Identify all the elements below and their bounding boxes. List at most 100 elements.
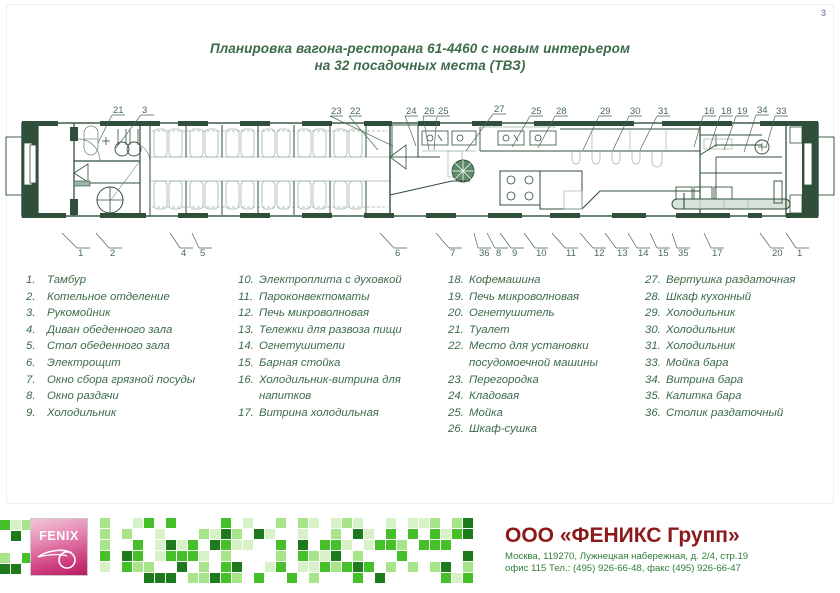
- fenix-swoosh-icon: [37, 549, 76, 569]
- callout-label: 6: [395, 248, 400, 259]
- checker-cell: [430, 529, 440, 539]
- callout-label: 33: [776, 106, 787, 117]
- callout-5: 5: [191, 232, 212, 259]
- legend-item: 1. Тамбур: [26, 272, 241, 289]
- checker-cell: [144, 573, 154, 583]
- callout-27: 27: [465, 104, 506, 152]
- checker-cell: [254, 529, 264, 539]
- address-line-2: офис 115 Тел.: (495) 926-66-48, факс (49…: [505, 563, 741, 575]
- legend-item: 2.Котельное отделение: [26, 289, 241, 306]
- legend-item-number: 23.: [448, 373, 464, 386]
- legend-item-label: Кладовая: [469, 390, 520, 403]
- callout-label: 10: [536, 248, 547, 259]
- checker-cell: [0, 564, 10, 574]
- callout-label: 2: [110, 248, 115, 259]
- legend-item-number: 17.: [238, 406, 254, 419]
- legend-item-label: Мойка бара: [666, 356, 729, 369]
- checker-cell: [133, 540, 143, 550]
- checker-cell: [309, 518, 319, 528]
- callout-label: 25: [438, 106, 449, 117]
- checker-cell: [463, 551, 473, 561]
- legend-item: 23.Перегородка: [448, 372, 648, 389]
- callout-label: 9: [512, 248, 517, 259]
- callout-label: 16: [704, 106, 715, 117]
- legend-item-label: Тележки для развоза пищи: [259, 323, 402, 336]
- legend-item: 25.Мойка: [448, 405, 648, 422]
- checker-cell: [243, 540, 253, 550]
- legend-item: 33.Мойка бара: [645, 355, 840, 372]
- checker-cell: [232, 562, 242, 572]
- checker-cell: [309, 551, 319, 561]
- legend-item-number: 24.: [448, 390, 464, 403]
- callout-36: 36: [473, 232, 491, 259]
- callout-25: 25: [433, 106, 450, 151]
- checker-cell: [386, 529, 396, 539]
- checker-cell: [221, 529, 231, 539]
- checker-cell: [452, 529, 462, 539]
- checker-cell: [155, 540, 165, 550]
- callout-label: 7: [450, 248, 455, 259]
- callout-label: 36: [479, 248, 490, 259]
- checker-cell: [298, 529, 308, 539]
- checker-cell: [100, 540, 110, 550]
- callout-9: 9: [499, 232, 524, 259]
- callout-35: 35: [671, 232, 690, 259]
- legend-item-label: Окно раздачи: [47, 390, 119, 403]
- checker-cell: [375, 573, 385, 583]
- legend-item: 10.Электроплита с духовкой: [238, 272, 453, 289]
- callout-label: 31: [658, 106, 669, 117]
- legend-item-label: Калитка бара: [666, 390, 742, 403]
- legend-item-number: 3.: [26, 307, 36, 320]
- callout-20: 20: [759, 232, 784, 259]
- legend-item-number: 35.: [645, 390, 661, 403]
- checker-cell: [232, 540, 242, 550]
- legend-item-label: Столик раздаточный: [666, 406, 784, 419]
- legend-item: 9.Холодильник: [26, 405, 241, 422]
- callout-label: 4: [181, 248, 186, 259]
- checker-cell: [342, 562, 352, 572]
- legend-item-label: Окно сбора грязной посуды: [47, 373, 196, 386]
- legend-item-label: Рукомойник: [47, 307, 111, 320]
- callout-24: 24: [404, 106, 418, 147]
- callout-label: 24: [406, 106, 417, 117]
- checker-cell: [155, 573, 165, 583]
- checker-cell: [188, 551, 198, 561]
- title-line-1: Планировка вагона-ресторана 61-4460 с но…: [209, 41, 631, 56]
- callout-13: 13: [604, 232, 629, 259]
- checker-cell: [419, 518, 429, 528]
- legend-item-label: Тамбур: [47, 274, 87, 286]
- checker-cell: [408, 562, 418, 572]
- checker-cell: [364, 540, 374, 550]
- legend-item-label: Огнетушитель: [469, 307, 555, 320]
- callout-28: 28: [537, 106, 568, 149]
- footer: FENIX ООО «ФЕНИКС Групп» Москва, 119270,…: [0, 508, 840, 593]
- callout-34: 34: [743, 105, 769, 153]
- checker-cell: [188, 540, 198, 550]
- legend-item-label-cont: напитков: [259, 390, 312, 403]
- checker-cell: [100, 562, 110, 572]
- legend-item: 31.Холодильник: [645, 338, 840, 355]
- callout-label: 5: [200, 248, 205, 259]
- legend-item-number: 8.: [26, 390, 36, 403]
- checker-cell: [298, 540, 308, 550]
- checker-cell: [232, 573, 242, 583]
- checker-cell: [177, 551, 187, 561]
- checker-cell: [177, 540, 187, 550]
- checker-cell: [364, 529, 374, 539]
- callout-7: 7: [435, 232, 462, 259]
- legend-item-number: 25.: [448, 406, 464, 419]
- checker-cell: [342, 518, 352, 528]
- checker-cell: [100, 518, 110, 528]
- legend-item-label: Витрина бара: [666, 373, 744, 386]
- legend-item-label: Вертушка раздаточная: [666, 274, 796, 286]
- legend-item-number: 5.: [26, 340, 36, 353]
- checker-cell: [144, 562, 154, 572]
- legend-item-number: 1.: [26, 274, 36, 286]
- checker-cell: [221, 551, 231, 561]
- callout-label: 3: [142, 105, 147, 116]
- checker-cell: [463, 573, 473, 583]
